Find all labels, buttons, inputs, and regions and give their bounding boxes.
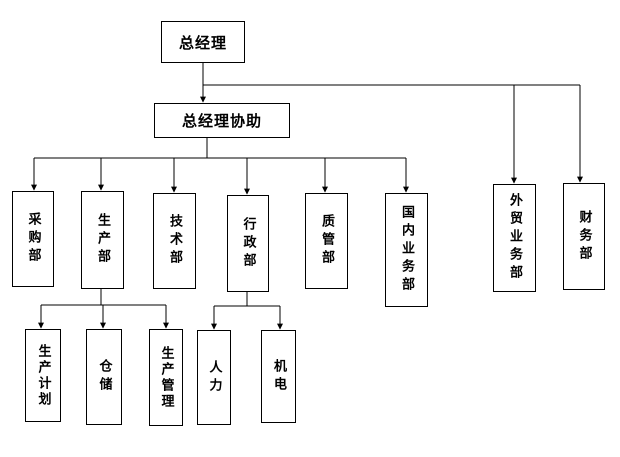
foreign-trade-dept-box: 外贸业务部	[493, 184, 536, 292]
production-management-label: 生产管理	[158, 345, 174, 410]
production-management-box: 生产管理	[149, 329, 183, 426]
assistant-label: 总经理协助	[181, 112, 262, 130]
quality-dept-box: 质管部	[305, 193, 348, 289]
electro-label: 机电	[271, 358, 286, 395]
domestic-business-dept-label: 国内业务部	[399, 205, 414, 295]
production-plan-label: 生产计划	[35, 343, 51, 408]
administration-dept-box: 行政部	[227, 195, 269, 292]
hr-label: 人力	[206, 359, 222, 396]
quality-dept-label: 质管部	[319, 214, 334, 268]
general-manager-label: 总经理	[178, 33, 227, 52]
warehouse-box: 仓储	[86, 329, 122, 425]
foreign-trade-dept-label: 外贸业务部	[507, 193, 522, 283]
purchasing-dept-label: 采购部	[25, 212, 41, 266]
warehouse-label: 仓储	[96, 359, 112, 395]
finance-dept-box: 财务部	[563, 183, 605, 290]
production-dept-box: 生产部	[81, 191, 124, 289]
domestic-business-dept-box: 国内业务部	[385, 193, 428, 307]
administration-dept-label: 行政部	[240, 216, 256, 271]
assistant-box: 总经理协助	[154, 103, 290, 138]
electro-box: 机电	[261, 330, 296, 423]
production-dept-label: 生产部	[95, 213, 110, 267]
technology-dept-label: 技术部	[167, 214, 182, 268]
hr-box: 人力	[197, 330, 231, 425]
finance-dept-label: 财务部	[576, 209, 592, 264]
production-plan-box: 生产计划	[25, 329, 61, 422]
general-manager-box: 总经理	[161, 21, 245, 63]
technology-dept-box: 技术部	[153, 193, 196, 289]
purchasing-dept-box: 采购部	[12, 191, 54, 287]
